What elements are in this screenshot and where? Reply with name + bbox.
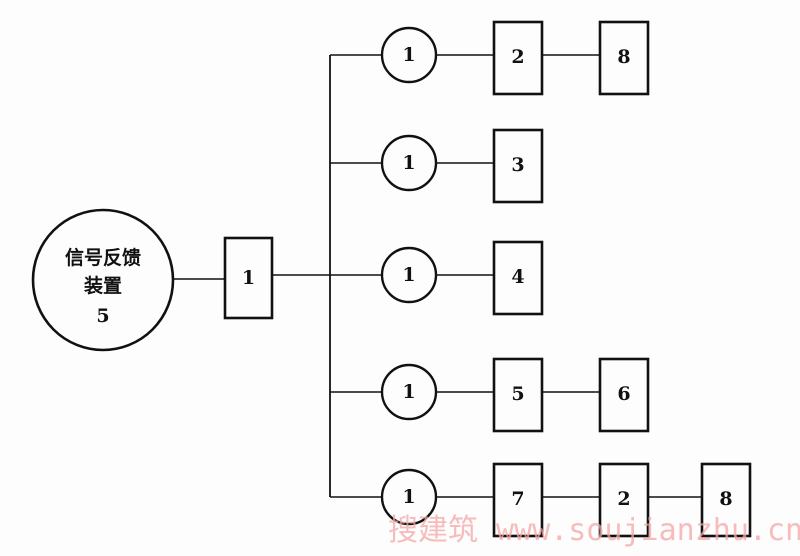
branch-circle-node: [380, 246, 438, 304]
branch-circle-label: 1: [402, 264, 415, 286]
branch-box-node: [492, 128, 544, 204]
branch-box-label: 7: [511, 488, 524, 510]
branch-box-node: [492, 357, 544, 433]
watermark: 搜建筑 www.soujianzhu.cn: [388, 513, 800, 548]
branch-circle-label: 1: [402, 44, 415, 66]
root-node-label-line: 装置: [83, 274, 122, 297]
connectors: [173, 54, 702, 498]
branch-box-node: [598, 20, 650, 96]
branch-box-label: 2: [617, 488, 630, 510]
branch-circle-label: 1: [402, 381, 415, 403]
root-node-circle: [31, 208, 175, 352]
hub-node-box: [223, 236, 274, 320]
branch-circle-node: [380, 26, 438, 84]
branch-box-node: [492, 20, 544, 96]
branch-box-label: 8: [617, 46, 630, 68]
branch-box-node: [492, 462, 544, 538]
branch-circle-label: 1: [402, 152, 415, 174]
branch-box-label: 3: [511, 154, 524, 176]
branch-box-node: [492, 240, 544, 316]
branch-circle-node: [380, 363, 438, 421]
root-node-label-line: 5: [96, 305, 109, 327]
hub-node-label: 1: [242, 267, 255, 289]
branch-box-label: 2: [511, 46, 524, 68]
branch-box-label: 8: [719, 488, 732, 510]
branch-box-label: 6: [617, 383, 630, 405]
root-node-label-line: 信号反馈: [65, 246, 141, 269]
branch-circle-node: [380, 468, 438, 526]
branch-box-label: 5: [511, 383, 524, 405]
branch-circle-label: 1: [402, 486, 415, 508]
branch-box-node: [598, 462, 650, 538]
branch-box-node: [700, 462, 752, 538]
branch-circle-node: [380, 134, 438, 192]
branch-box-label: 4: [511, 266, 524, 288]
branch-box-node: [598, 357, 650, 433]
